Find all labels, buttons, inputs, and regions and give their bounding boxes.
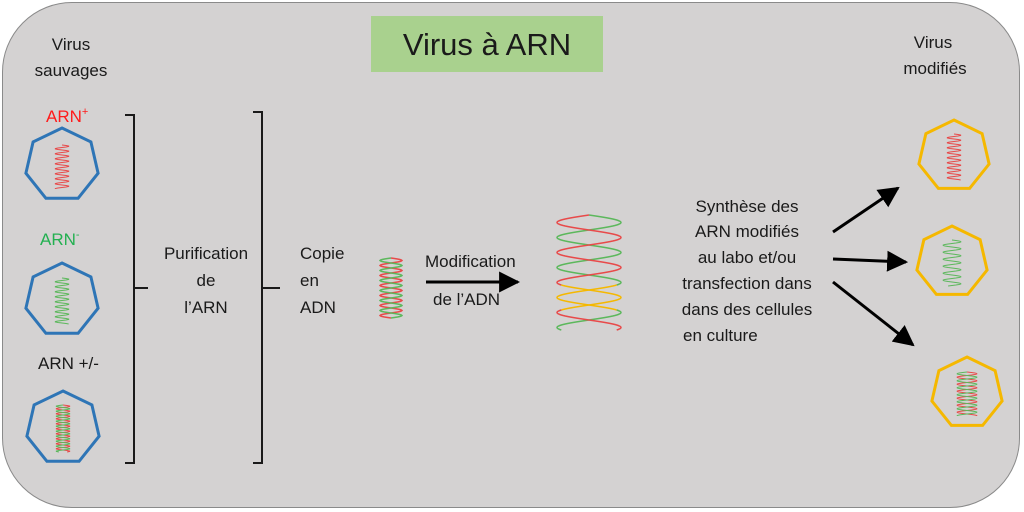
modified-virus-rna-bottom-red [956,371,978,416]
modified-virus-rna-bottom-green [956,371,978,416]
arrow-to-virus-top [832,186,900,234]
synthesis-line3: au labo et/ou [697,248,797,267]
bracket-left [125,114,148,464]
copy-line2: en [300,271,319,290]
wild-virus-label-line2: sauvages [34,61,108,80]
wild-virus-rna-plus [54,144,70,189]
synthesis-line2: ARN modifiés [695,222,799,241]
dna-mod-strand-green-top [556,214,622,286]
synthesis-line4: transfection dans [682,274,812,293]
title-box: Virus à ARN [371,16,603,72]
modified-virus-capsid-middle [915,224,989,296]
wild-virus-rna-minus-strand [55,404,71,453]
dna-mod-strand-yellow-a [556,284,617,311]
rna-plus-text: ARN [46,107,82,126]
dna-mod-strand-red-bottom [556,309,622,331]
modified-virus-label-line2: modifiés [903,59,967,78]
purification-line1: Purification [163,244,249,263]
modified-virus-capsid-bottom [930,355,1004,427]
arrow-to-virus-middle [832,250,909,272]
rna-plusminus-text: ARN +/- [38,354,99,373]
dna-copy-strand-green [378,257,404,319]
dna-mod-strand-red-top [556,214,622,286]
modification-line2: de l’ADN [433,290,501,309]
rna-plus-label: ARN+ [46,100,88,129]
modified-virus-capsid-top [917,118,991,190]
arrow-to-virus-bottom [832,280,915,347]
rna-plusminus-label: ARN +/- [38,351,99,376]
rna-plus-sup: + [81,106,89,118]
modified-virus-rna-middle [942,239,962,287]
purification-line2: de [196,271,216,290]
wild-virus-rna-plus-strand [55,404,71,453]
wild-virus-capsid-plus [24,126,100,200]
copy-line1: Copie [300,244,345,263]
modification-line1: Modification [425,252,516,271]
wild-virus-rna-minus [54,277,70,325]
wild-virus-label-line1: Virus [51,35,91,54]
rna-minus-text: ARN [40,230,76,249]
modified-virus-label-line1: Virus [913,33,953,52]
synthesis-line1: Synthèse des [695,197,799,216]
bracket-right [253,111,280,464]
copy-line3: ADN [300,298,336,317]
synthesis-line5: dans des cellules [681,300,813,319]
rna-minus-sup: - [75,229,80,241]
modified-virus-rna-top [946,133,962,181]
rna-minus-label: ARN- [40,223,80,252]
diagram-title: Virus à ARN [402,27,572,62]
wild-virus-capsid-plusminus [25,389,101,463]
dna-mod-strand-yellow-b [561,284,622,311]
purification-line3: l’ARN [184,298,228,317]
wild-virus-capsid-minus [24,261,100,335]
synthesis-line6: en culture [683,326,758,345]
